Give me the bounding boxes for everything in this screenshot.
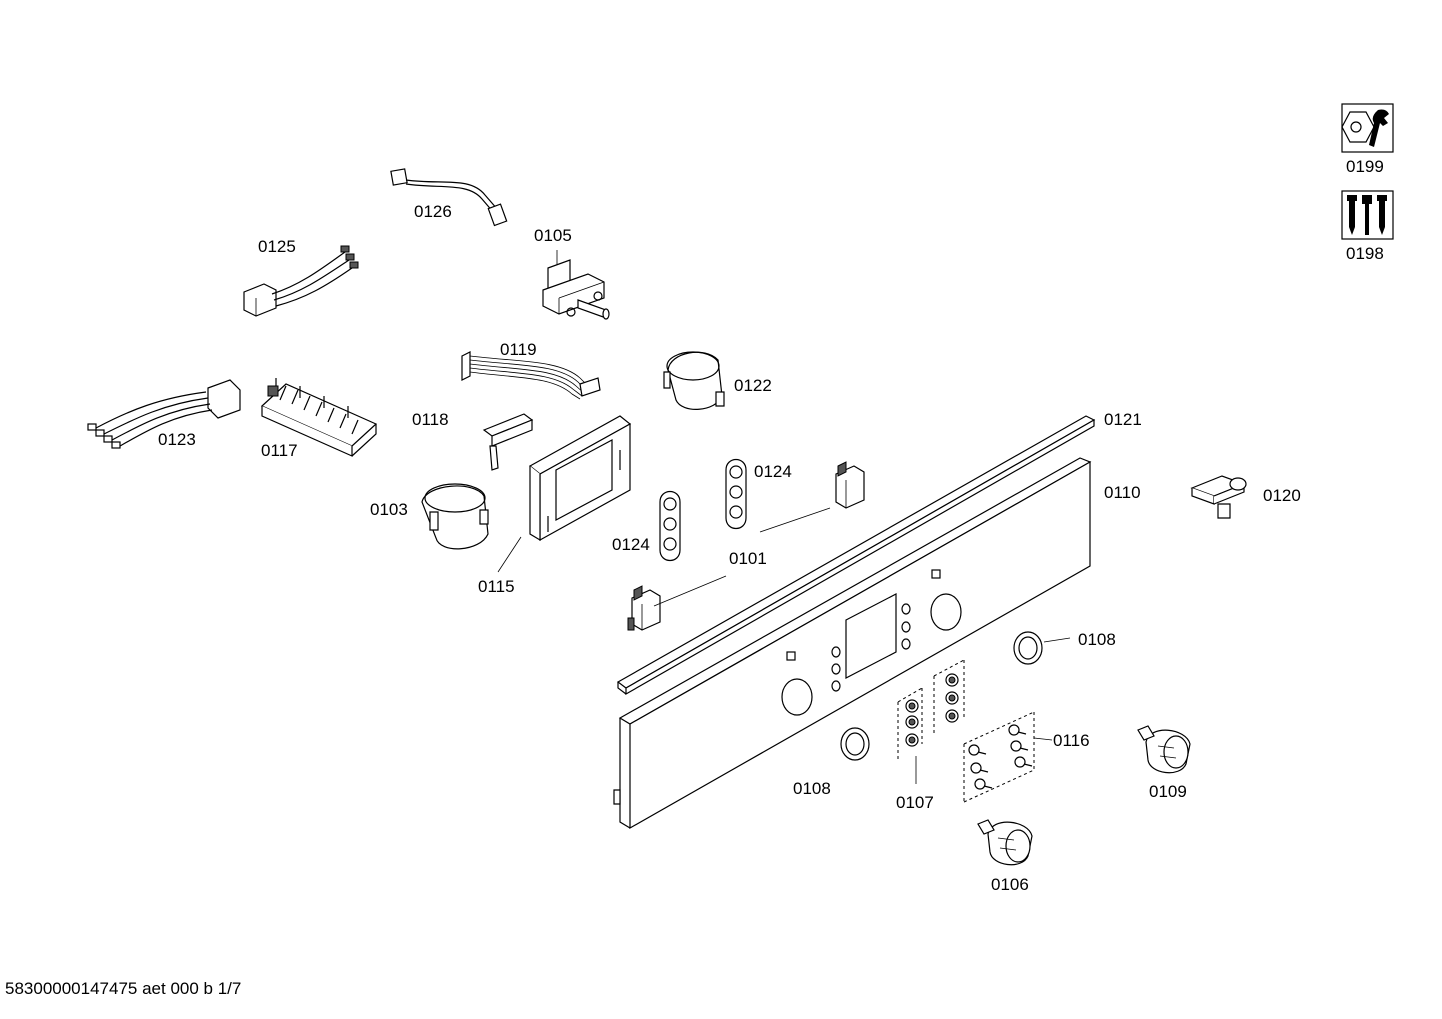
ribbon-cable-0119 [461,351,601,400]
bayonet-ring-0103 [421,483,489,550]
buttons-0107 [897,659,965,784]
screws-0116 [963,711,1053,803]
knob-0106 [977,819,1033,866]
knob-0109 [1137,725,1191,774]
control-panel-0110 [613,457,1092,830]
clip-0101-upper [835,461,865,509]
label-0115: 0115 [478,577,515,596]
clip-0101-lower [627,585,661,631]
label-0109: 0109 [1149,782,1187,801]
leader-0101-b [759,507,831,533]
cable-0125 [243,245,359,317]
label-0126: 0126 [414,202,452,221]
label-0125: 0125 [258,237,296,256]
label-0124-upper: 0124 [754,462,792,481]
bayonet-ring-0122 [663,351,725,410]
holder-0124-lower [659,490,681,562]
label-0122: 0122 [734,376,772,395]
cable-0123 [87,379,241,449]
label-0124-lower: 0124 [612,535,650,554]
label-0121: 0121 [1104,410,1142,429]
label-0118: 0118 [412,410,449,429]
part-0120 [1190,475,1247,519]
bracket-0118 [482,413,534,471]
label-0101: 0101 [729,549,767,568]
label-0106: 0106 [991,875,1029,894]
ring-0108-right [1013,631,1043,665]
leader-0108-right [1043,637,1071,643]
label-0110: 0110 [1104,483,1141,502]
label-0117: 0117 [261,441,298,460]
label-0119: 0119 [500,340,537,359]
label-0103: 0103 [370,500,408,519]
holder-0124-upper [725,458,747,530]
cable-0126 [390,168,508,227]
label-0198: 0198 [1346,244,1384,263]
label-0116: 0116 [1053,731,1090,750]
label-0107: 0107 [896,793,934,812]
terminal-block-0117 [260,378,378,457]
label-0105: 0105 [534,226,572,245]
label-0120: 0120 [1263,486,1301,505]
screws-icon [1341,190,1394,240]
control-module-0115 [497,415,632,573]
part-labels: 0199 0198 0126 0125 0105 0119 0122 0118 … [158,157,1384,894]
label-0108-right: 0108 [1078,630,1116,649]
nut-wrench-icon [1341,103,1394,153]
switch-0105 [542,250,610,320]
leader-0101-a [653,575,727,607]
trim-strip-0121 [616,415,1096,696]
document-footer: 58300000147475 aet 000 b 1/7 [5,979,242,998]
label-0123: 0123 [158,430,196,449]
ring-0108-left [840,727,870,761]
label-0199: 0199 [1346,157,1384,176]
label-0108-left: 0108 [793,779,831,798]
